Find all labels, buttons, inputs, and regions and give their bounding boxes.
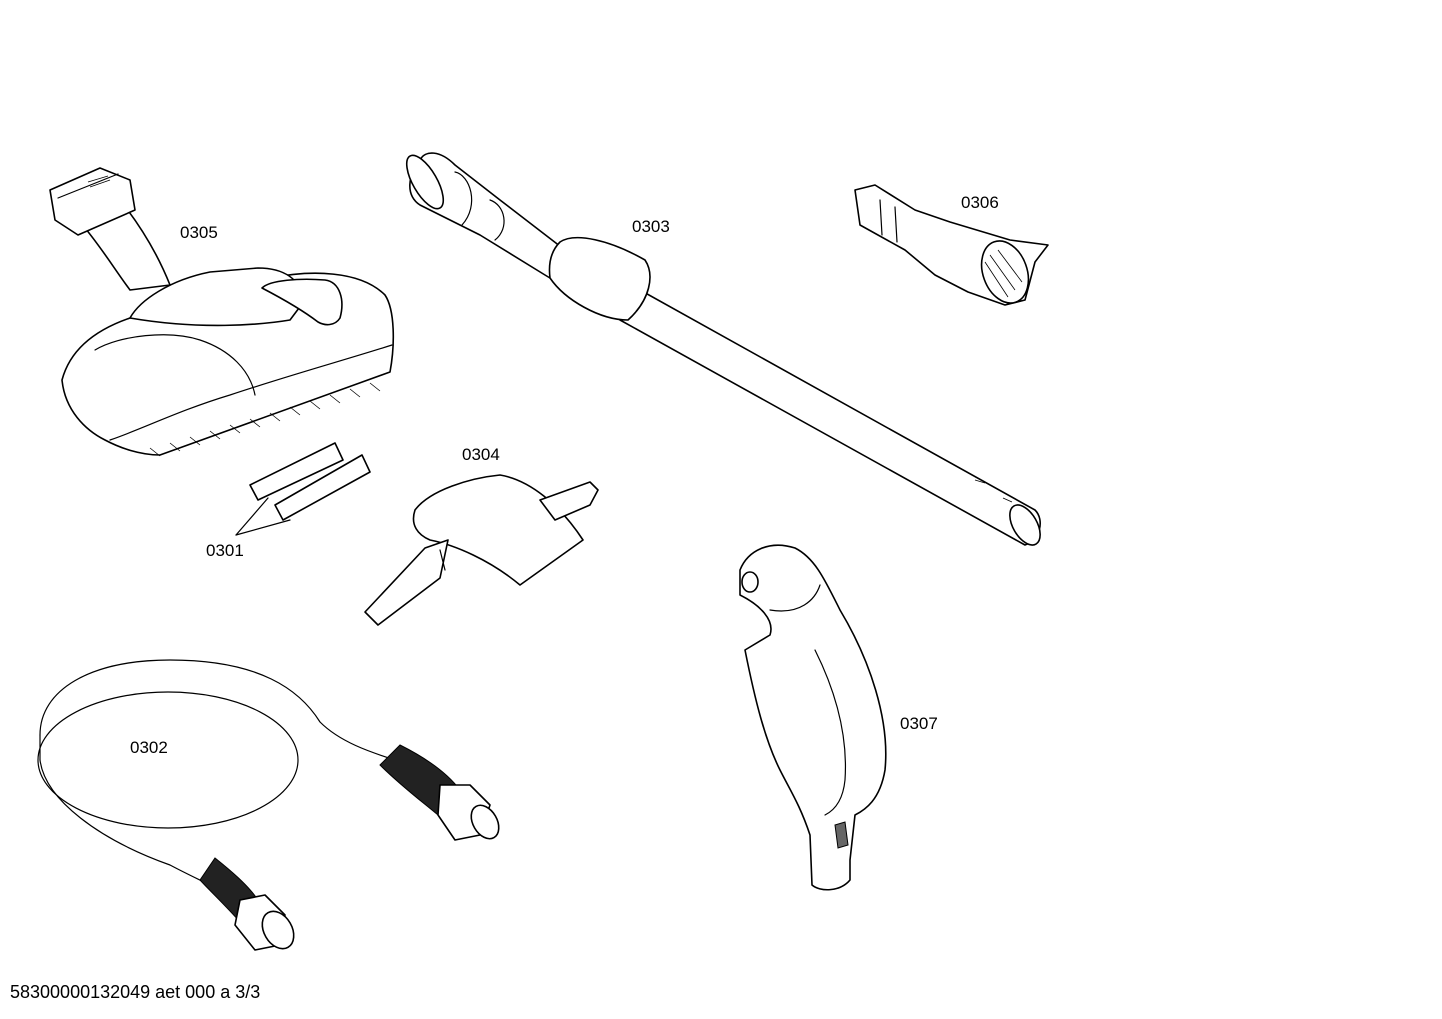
brush-nozzle-drawing [854,184,1049,306]
hose-drawing [37,659,500,951]
part-label-0306[interactable]: 0306 [961,193,999,212]
upholstery-tool-drawing [364,474,599,626]
part-label-0303[interactable]: 0303 [632,217,670,236]
document-footer-id: 58300000132049 aet 000 a 3/3 [10,982,261,1002]
telescopic-tube-drawing [405,152,1041,546]
part-label-0301[interactable]: 0301 [206,541,244,560]
part-label-0302[interactable]: 0302 [130,738,168,757]
part-label-0305[interactable]: 0305 [180,223,218,242]
handle-drawing [739,544,887,891]
part-label-0304[interactable]: 0304 [462,445,500,464]
strips-drawing [235,442,371,536]
part-label-0307[interactable]: 0307 [900,714,938,733]
floor-nozzle-drawing [49,167,395,457]
